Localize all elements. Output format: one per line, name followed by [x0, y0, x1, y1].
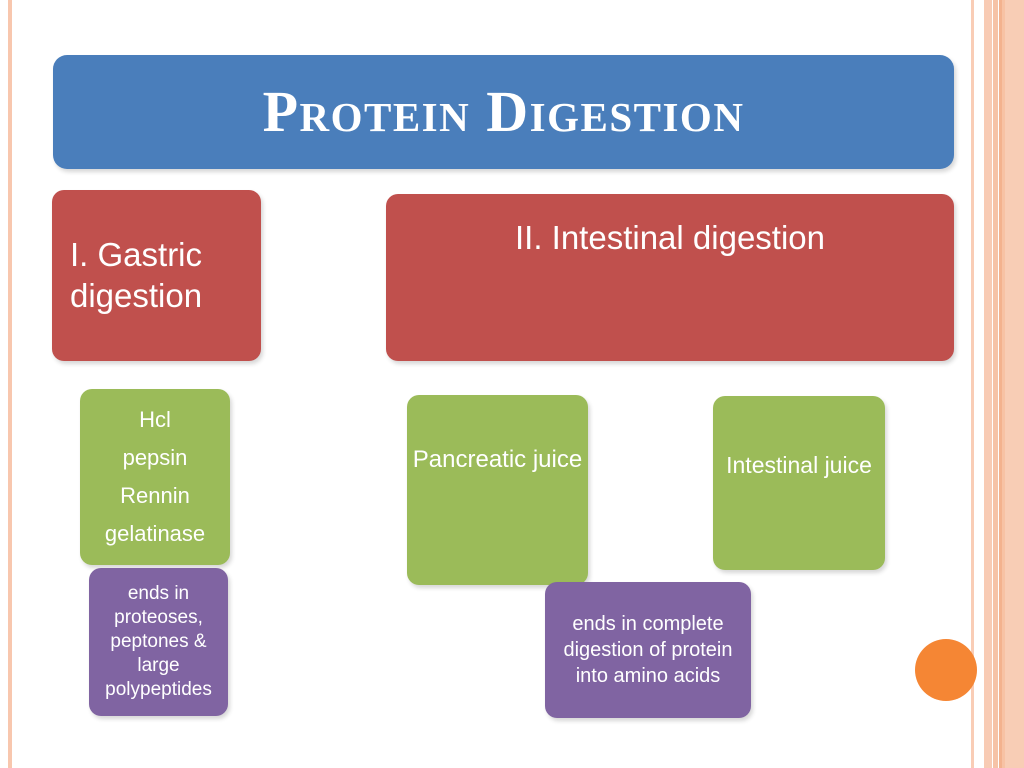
intestinal-outcome-box: ends in complete digestion of protein in…: [545, 582, 751, 718]
gastric-agent-item: Rennin: [120, 483, 190, 508]
intestinal-juice-box: Intestinal juice: [713, 396, 885, 570]
gastric-outcome-box: ends in proteoses, peptones & large poly…: [89, 568, 228, 716]
gastric-agent-item: Hcl: [139, 407, 171, 433]
section-header-gastric: I. Gastric digestion: [52, 190, 261, 361]
intestinal-outcome-label: ends in complete digestion of protein in…: [563, 613, 733, 687]
section-header-intestinal: II. Intestinal digestion: [386, 194, 954, 361]
right-border-stripe-5: [1002, 0, 1005, 768]
page-title: Protein Digestion: [262, 79, 745, 144]
gastric-agent-item: pepsin: [122, 445, 188, 471]
pancreatic-juice-label: Pancreatic juice: [412, 446, 583, 473]
right-border-stripe-4: [999, 0, 1002, 768]
section-header-gastric-label: I. Gastric digestion: [70, 236, 203, 314]
right-border-stripe-3: [993, 0, 998, 768]
right-border-stripe-1: [971, 0, 974, 768]
intestinal-juice-label: Intestinal juice: [726, 452, 872, 478]
gastric-outcome-label: ends in proteoses, peptones & large poly…: [105, 582, 212, 701]
gastric-agents-box: Hcl pepsin Rennin gelatinase: [80, 389, 230, 565]
pancreatic-juice-box: Pancreatic juice: [407, 395, 588, 585]
section-header-intestinal-label: II. Intestinal digestion: [514, 219, 826, 256]
slide-title-banner: Protein Digestion: [53, 55, 954, 169]
left-border-stripe: [8, 0, 12, 768]
orange-circle-icon: [915, 639, 977, 701]
right-border-stripe-2: [984, 0, 992, 768]
gastric-agent-item: gelatinase: [104, 520, 206, 546]
right-border-stripe-6: [1005, 0, 1024, 768]
